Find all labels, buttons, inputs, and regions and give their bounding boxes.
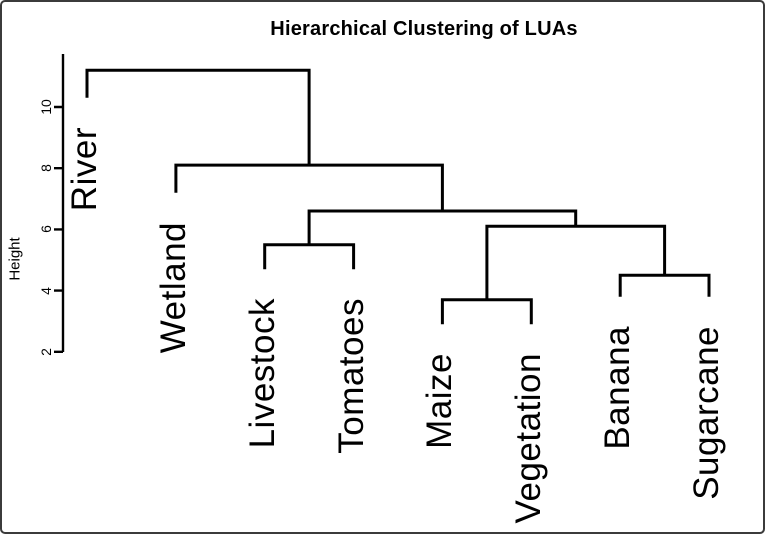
y-tick-label-2: 2	[38, 347, 54, 356]
leaf-label-vegetation: Vegetation	[509, 353, 549, 524]
y-tick-label-8: 8	[38, 164, 54, 173]
dendrogram-branch	[618, 273, 711, 297]
leaf-label-river: River	[65, 126, 104, 211]
chart-title: Hierarchical Clustering of LUAs	[270, 18, 578, 40]
dendrogram-branch	[263, 243, 356, 270]
leaf-label-livestock: Livestock	[242, 298, 282, 449]
leaf-label-tomatoes: Tomatoes	[331, 298, 371, 454]
dendrogram-branch	[307, 209, 578, 245]
leaf-label-banana: Banana	[598, 325, 638, 450]
leaf-label-wetland: Wetland	[153, 221, 193, 353]
dendrogram-branch	[485, 224, 667, 300]
y-tick-label-4: 4	[38, 286, 54, 295]
y-tick-label-6: 6	[38, 225, 54, 234]
dendrogram-branch	[174, 163, 444, 211]
leaf-label-sugarcane: Sugarcane	[687, 325, 727, 500]
leaf-label-maize: Maize	[420, 353, 460, 450]
dendrogram-branch	[85, 68, 311, 166]
y-tick-label-10: 10	[38, 99, 54, 115]
dendrogram-branch	[440, 298, 533, 325]
y-axis-line	[54, 54, 65, 353]
